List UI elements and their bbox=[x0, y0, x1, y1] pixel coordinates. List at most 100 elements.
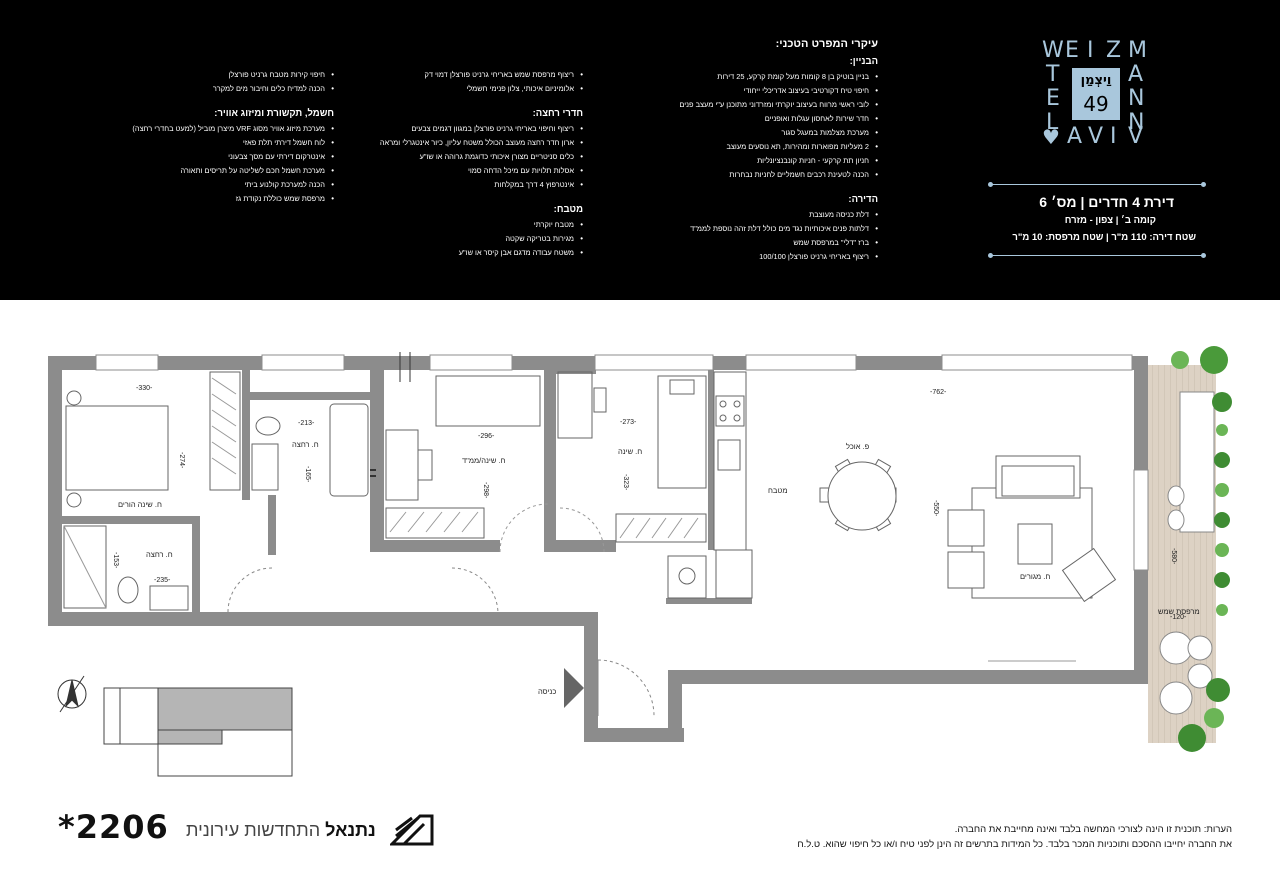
dimension-label: -273- bbox=[620, 419, 637, 426]
bedroom-furniture bbox=[557, 371, 707, 553]
apartment-title: דירת 4 חדרים | מס׳ 6 bbox=[1039, 194, 1174, 210]
apartment-list: דלת כניסה מעוצבת דלתות פנים איכותיות נגד… bbox=[679, 208, 878, 264]
building-title: הבניין: bbox=[849, 56, 878, 67]
list-item: מגירות בטריקה שקטה bbox=[380, 232, 583, 246]
master-bed bbox=[65, 371, 241, 508]
list-item: משטח עבודה מדגם אבן קיסר או שו"ע bbox=[380, 246, 583, 260]
bathroom-2-fixtures bbox=[63, 525, 189, 611]
logo-number: 49 bbox=[1083, 92, 1109, 116]
divider-line bbox=[988, 182, 1206, 187]
logo-letter: W bbox=[1042, 38, 1064, 63]
list-item: דלת כניסה מעוצבת bbox=[679, 208, 878, 222]
dimension-label: -580- bbox=[1170, 548, 1177, 565]
apartment-info: דירת 4 חדרים | מס׳ 6 קומה ב׳ | צפון - מז… bbox=[988, 182, 1206, 258]
dimension-label: -296- bbox=[478, 433, 495, 440]
logo-letter: I bbox=[1110, 124, 1117, 149]
apartment-title: הדירה: bbox=[848, 194, 878, 205]
dining-table bbox=[819, 458, 897, 532]
list-item: מערכת חשמל חכם לשליטה על תריסים ותאורה bbox=[132, 164, 334, 178]
dimension-label: -298- bbox=[482, 482, 489, 499]
logo-letter: M bbox=[1128, 38, 1147, 63]
key-plan bbox=[103, 687, 293, 777]
interior-walls bbox=[62, 370, 752, 612]
logo-letter: N bbox=[1128, 86, 1145, 111]
logo-letter: E bbox=[1046, 86, 1060, 111]
safe-room-furniture bbox=[385, 352, 549, 553]
list-item: דלתות פנים איכותיות נגד מים כולל דלת זהה… bbox=[679, 222, 878, 236]
room-label: ח. רחצה bbox=[292, 440, 319, 449]
developer-name: נתנאל התחדשות עירונית bbox=[186, 820, 376, 841]
list-item: בניין בוטיק בן 8 קומות מעל קומת קרקע, 25… bbox=[679, 70, 878, 84]
logo-letter: V bbox=[1128, 124, 1144, 149]
floor-plan: ח. שינה הורים ח. רחצה ח. רחצה ח. שינה/ממ… bbox=[48, 346, 1232, 777]
logo-letter: E bbox=[1065, 38, 1079, 63]
spec-column-building: עיקרי המפרט הטכני: הבניין: בניין בוטיק ב… bbox=[679, 38, 878, 264]
list-item: חניון תת קרקעי - חניות קונבנציונליות bbox=[679, 154, 878, 168]
dimension-label: -762- bbox=[930, 389, 947, 396]
disclaimer-notes: הערות: תוכנית זו הינה לצורכי המחשה בלבד … bbox=[797, 822, 1232, 852]
dimension-label: -213- bbox=[298, 420, 315, 427]
pre-electrical-list: חיפוי קירות מטבח גרניט פורצלן הכנה למדיח… bbox=[132, 68, 334, 96]
list-item: אינטרפוץ 4 דרך במקלחות bbox=[380, 178, 583, 192]
list-item: מטבח יוקרתי bbox=[380, 218, 583, 232]
developer-name-rest: התחדשות עירונית bbox=[186, 820, 321, 840]
specs-title: עיקרי המפרט הטכני: bbox=[775, 38, 878, 50]
kitchen-counter bbox=[667, 371, 753, 599]
spec-column-bathrooms: ריצוף מרפסת שמש באריחי גרניט פורצלן דמוי… bbox=[380, 68, 583, 260]
pre-bathroom-list: ריצוף מרפסת שמש באריחי גרניט פורצלן דמוי… bbox=[380, 68, 583, 96]
room-label: ח. שינה/ממ"ד bbox=[462, 456, 505, 465]
list-item: חיפוי טיח דקורטיבי בעיצוב אדריכלי ייחודי bbox=[679, 84, 878, 98]
list-item: אינטרקום דירתי עם מסך צבעוני bbox=[132, 150, 334, 164]
plan-code: *2206 bbox=[58, 808, 169, 846]
kitchen-list: מטבח יוקרתי מגירות בטריקה שקטה משטח עבוד… bbox=[380, 218, 583, 260]
room-label: ח. שינה bbox=[618, 447, 642, 456]
bathrooms-list: ריצוף וחיפוי באריחי גרניט פורצלן במגוון … bbox=[380, 122, 583, 192]
list-item: כלים סניטריים מצורן איכותי כדוגמת גרוהה … bbox=[380, 150, 584, 164]
divider-line bbox=[988, 253, 1206, 258]
developer-logo: נתנאל התחדשות עירונית bbox=[186, 808, 436, 854]
kitchen-title: מטבח: bbox=[553, 204, 583, 215]
dimension-label: -550- bbox=[932, 500, 939, 517]
logo-letter: L bbox=[1046, 110, 1059, 135]
list-item: לוח חשמל דירתי תלת פאזי bbox=[132, 136, 334, 150]
living-room-furniture bbox=[947, 455, 1117, 662]
building-list: בניין בוטיק בן 8 קומות מעל קומת קרקע, 25… bbox=[679, 70, 878, 182]
spec-column-electrical: חיפוי קירות מטבח גרניט פורצלן הכנה למדיח… bbox=[132, 68, 334, 206]
room-label: ח. שינה הורים bbox=[118, 500, 162, 509]
list-item: ריצוף באריחי גרניט פורצלן 100/100 bbox=[679, 250, 878, 264]
apartment-area: שטח דירה: 110 מ"ר | שטח מרפסת: 10 מ"ר bbox=[1012, 232, 1196, 243]
room-label: כניסה bbox=[538, 687, 556, 696]
list-item: אסלות תלויות עם מיכל הדחה סמוי bbox=[380, 164, 583, 178]
list-item: חיפוי קירות מטבח גרניט פורצלן bbox=[132, 68, 334, 82]
list-item: ריצוף וחיפוי באריחי גרניט פורצלן במגוון … bbox=[380, 122, 583, 136]
room-label: ח. רחצה bbox=[146, 550, 173, 559]
apartment-floor: קומה ב׳ | צפון - מזרח bbox=[1064, 215, 1156, 226]
note-line: את החברה יחייבו ההסכם ותוכניות המכר בלבד… bbox=[797, 839, 1232, 850]
room-label: ח. מגורים bbox=[1020, 572, 1050, 581]
dimension-label: -323- bbox=[622, 474, 629, 491]
list-item: 2 מעליות מפוארות ומהירות, תא נוסעים מעוצ… bbox=[679, 140, 878, 154]
list-item: מערכת מיזוג אוויר מסוג VRF מיצרן מוביל (… bbox=[132, 122, 334, 136]
list-item: ריצוף מרפסת שמש באריחי גרניט פורצלן דמוי… bbox=[380, 68, 583, 82]
room-label: מרפסת שמש bbox=[1158, 607, 1200, 616]
list-item: ברז "דלי" במרפסת שמש bbox=[679, 236, 878, 250]
electrical-title: חשמל, תקשורת ומיזוג אוויר: bbox=[214, 108, 334, 119]
list-item: הכנה לטעינת רכבים חשמליים לחניות נבחרות bbox=[679, 168, 878, 182]
list-item: לובי ראשי מרווח בעיצוב יוקרתי ומזרדוני מ… bbox=[679, 98, 878, 112]
logo-letter: A bbox=[1067, 124, 1083, 149]
logo-letter: T bbox=[1046, 62, 1060, 87]
dimension-label: -274- bbox=[178, 452, 185, 469]
logo-hebrew: וַיצְמַן bbox=[1080, 73, 1112, 88]
note-line: הערות: תוכנית זו הינה לצורכי המחשה בלבד … bbox=[954, 824, 1232, 835]
logo-letter: Z bbox=[1106, 38, 1122, 63]
windows bbox=[95, 354, 1149, 571]
list-item: הכנה למדיח כלים וחיבור מים למקרר bbox=[132, 82, 334, 96]
dimension-label: -235- bbox=[154, 577, 171, 584]
dimension-label: -330- bbox=[136, 385, 153, 392]
dimension-label: -120- bbox=[1170, 614, 1187, 621]
developer-logo-icon bbox=[390, 814, 434, 846]
logo-letter: A bbox=[1128, 62, 1144, 87]
list-item: חדר שירות לאחסון עגלות ואופניים bbox=[679, 112, 878, 126]
heart-icon: ♥ bbox=[1042, 125, 1060, 149]
list-item: אלומיניום איכותי, צלון פנימי חשמלי bbox=[380, 82, 583, 96]
